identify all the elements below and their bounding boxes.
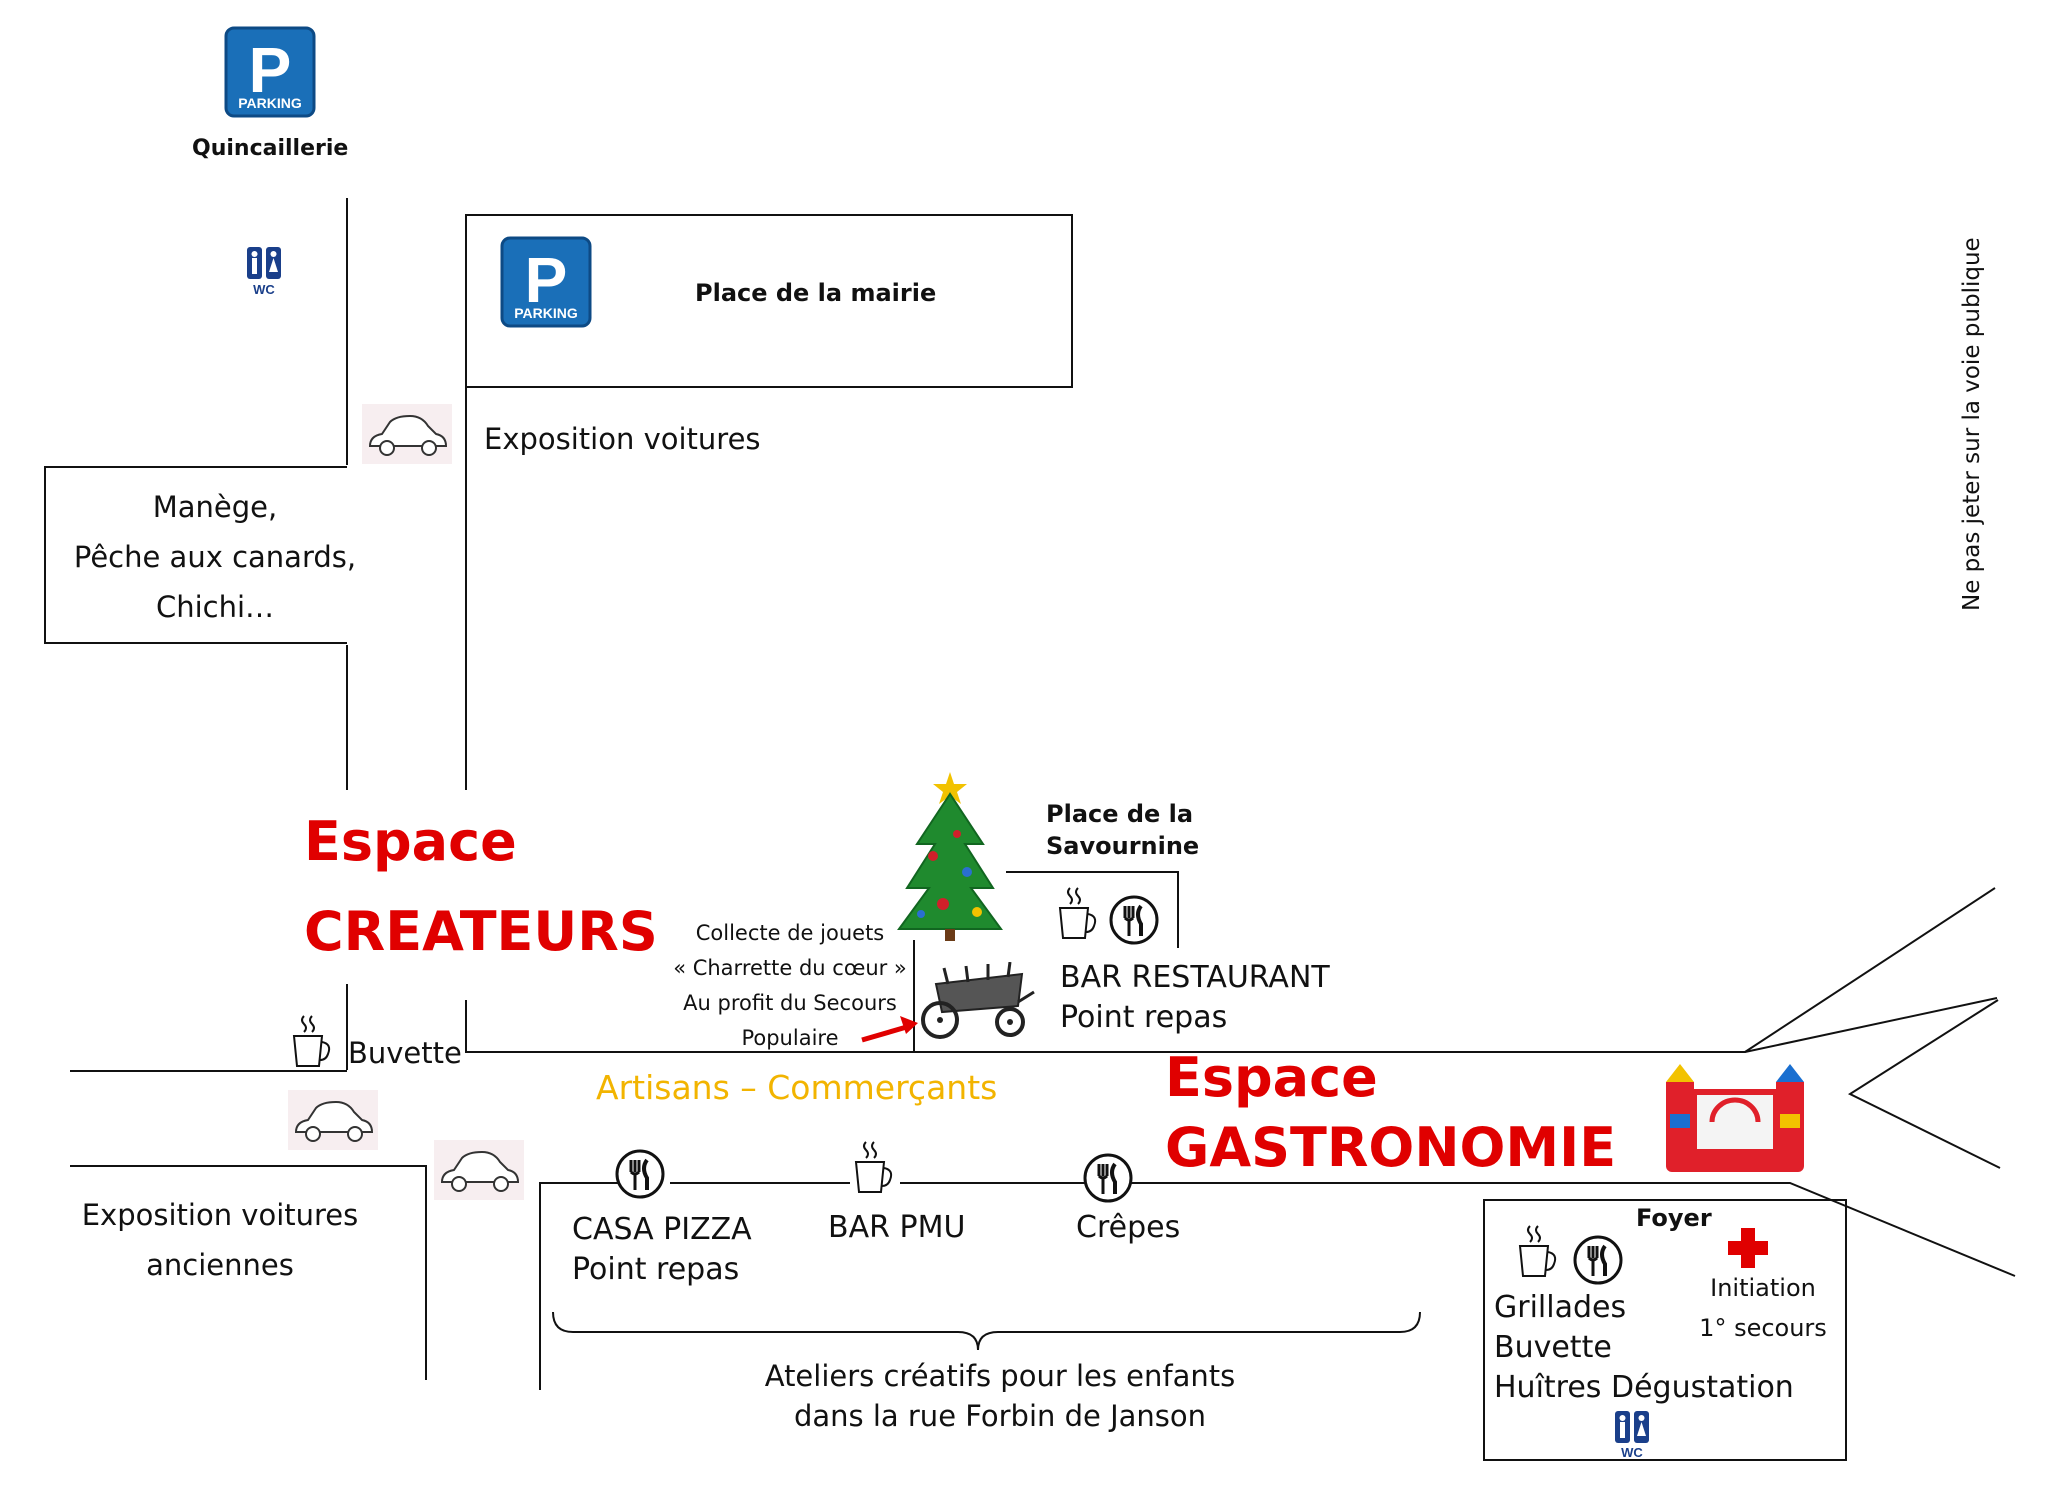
collecte-label: Collecte de jouets « Charrette du cœur »… bbox=[660, 916, 920, 1056]
bar-pmu-label: BAR PMU bbox=[828, 1210, 966, 1245]
quincaillerie-label: Quincaillerie bbox=[192, 136, 349, 161]
parking-sign-icon: P PARKING bbox=[224, 26, 316, 118]
street-line bbox=[1847, 999, 2001, 1169]
street-line bbox=[465, 1000, 914, 1053]
bar-restaurant-line: BAR RESTAURANT bbox=[1060, 960, 1330, 995]
ateliers-line: Ateliers créatifs pour les enfants bbox=[764, 1359, 1236, 1393]
wc-text: WC bbox=[1621, 1445, 1643, 1460]
wc-icon: WC bbox=[1612, 1408, 1652, 1460]
parking-letter: P bbox=[525, 244, 568, 316]
street-line bbox=[539, 1182, 620, 1390]
manege-line: Pêche aux canards, bbox=[73, 540, 357, 574]
coffee-cup-icon bbox=[290, 1012, 334, 1070]
ateliers-label: Ateliers créatifs pour les enfants dans … bbox=[700, 1356, 1300, 1436]
savournine-line bbox=[1006, 871, 1179, 948]
foyer-box bbox=[1483, 1199, 1847, 1461]
foyer-item: Buvette bbox=[1494, 1330, 1612, 1365]
collecte-line: Au profit du Secours bbox=[683, 991, 897, 1015]
fork-knife-icon bbox=[1082, 1152, 1134, 1204]
casa-pizza-line: Point repas bbox=[572, 1252, 740, 1287]
place-savournine-label: Place de la Savournine bbox=[1046, 798, 1199, 862]
charrette-cart-icon bbox=[918, 961, 1036, 1040]
parking-letter: P bbox=[249, 34, 292, 106]
wc-icon: WC bbox=[244, 244, 284, 298]
collecte-line: « Charrette du cœur » bbox=[673, 956, 907, 980]
expo-voitures-label: Exposition voitures bbox=[484, 422, 761, 456]
street-line bbox=[70, 1165, 427, 1380]
car-icon bbox=[434, 1140, 524, 1200]
street-line bbox=[1130, 1182, 2016, 1277]
place-savournine-line: Savournine bbox=[1046, 832, 1200, 860]
manege-label: Manège, Pêche aux canards, Chichi… bbox=[60, 482, 370, 632]
place-mairie-label: Place de la mairie bbox=[695, 279, 937, 307]
ne-pas-jeter-text: Ne pas jeter sur la voie publique bbox=[1959, 237, 1985, 611]
street-line bbox=[1744, 997, 1998, 1053]
initiation-line: 1° secours bbox=[1699, 1314, 1827, 1342]
bouncy-castle-icon bbox=[1660, 1052, 1810, 1174]
fork-knife-icon bbox=[614, 1148, 666, 1200]
espace-gastronomie-title: Espace bbox=[1165, 1046, 1378, 1109]
coffee-cup-icon bbox=[1056, 884, 1100, 942]
foyer-item: Huîtres Dégustation bbox=[1494, 1370, 1794, 1405]
parking-text: PARKING bbox=[238, 95, 302, 111]
bar-restaurant-line: Point repas bbox=[1060, 1000, 1228, 1035]
fork-knife-icon bbox=[1108, 894, 1160, 946]
collecte-line: Populaire bbox=[741, 1026, 839, 1050]
place-mairie-box bbox=[465, 214, 1073, 388]
christmas-tree-icon bbox=[895, 764, 1005, 942]
manege-line: Chichi… bbox=[155, 590, 275, 624]
espace-createurs-title: Espace bbox=[304, 810, 517, 873]
red-cross-icon bbox=[1726, 1226, 1770, 1270]
artisans-label: Artisans – Commerçants bbox=[596, 1068, 998, 1107]
initiation-label: Initiation 1° secours bbox=[1688, 1268, 1838, 1348]
expo-anciennes-label: Exposition voitures anciennes bbox=[60, 1190, 380, 1290]
espace-gastronomie-subtitle: GASTRONOMIE bbox=[1165, 1116, 1617, 1179]
ateliers-brace bbox=[552, 1311, 1421, 1351]
bar-restaurant-label: BAR RESTAURANT Point repas bbox=[1060, 958, 1330, 1038]
crepes-label: Crêpes bbox=[1076, 1210, 1181, 1245]
expo-anciennes-line: Exposition voitures bbox=[81, 1198, 359, 1232]
coffee-cup-icon bbox=[1516, 1222, 1560, 1280]
collecte-line: Collecte de jouets bbox=[695, 921, 885, 945]
parking-text: PARKING bbox=[514, 305, 578, 321]
espace-createurs-subtitle: CREATEURS bbox=[304, 900, 658, 963]
car-icon bbox=[288, 1090, 378, 1150]
casa-pizza-label: CASA PIZZA Point repas bbox=[572, 1210, 752, 1290]
ateliers-line: dans la rue Forbin de Janson bbox=[793, 1399, 1207, 1433]
ne-pas-jeter-notice: Ne pas jeter sur la voie publique bbox=[1959, 237, 1985, 611]
initiation-line: Initiation bbox=[1710, 1274, 1816, 1302]
expo-anciennes-line: anciennes bbox=[146, 1248, 294, 1282]
foyer-label: Foyer bbox=[1636, 1204, 1712, 1232]
casa-pizza-line: CASA PIZZA bbox=[572, 1212, 752, 1247]
red-arrow-icon bbox=[861, 1016, 918, 1043]
manege-line: Manège, bbox=[152, 490, 278, 524]
fork-knife-icon bbox=[1572, 1234, 1624, 1286]
parking-sign-icon: P PARKING bbox=[500, 236, 592, 328]
coffee-cup-icon bbox=[852, 1138, 896, 1196]
place-savournine-line: Place de la bbox=[1046, 800, 1194, 828]
car-icon bbox=[362, 404, 452, 464]
foyer-items: Grillades Buvette Huîtres Dégustation bbox=[1494, 1288, 1794, 1408]
manege-box bbox=[44, 466, 347, 644]
buvette-label: Buvette bbox=[348, 1036, 462, 1070]
wc-text: WC bbox=[253, 282, 275, 297]
foyer-item: Grillades bbox=[1494, 1290, 1627, 1325]
